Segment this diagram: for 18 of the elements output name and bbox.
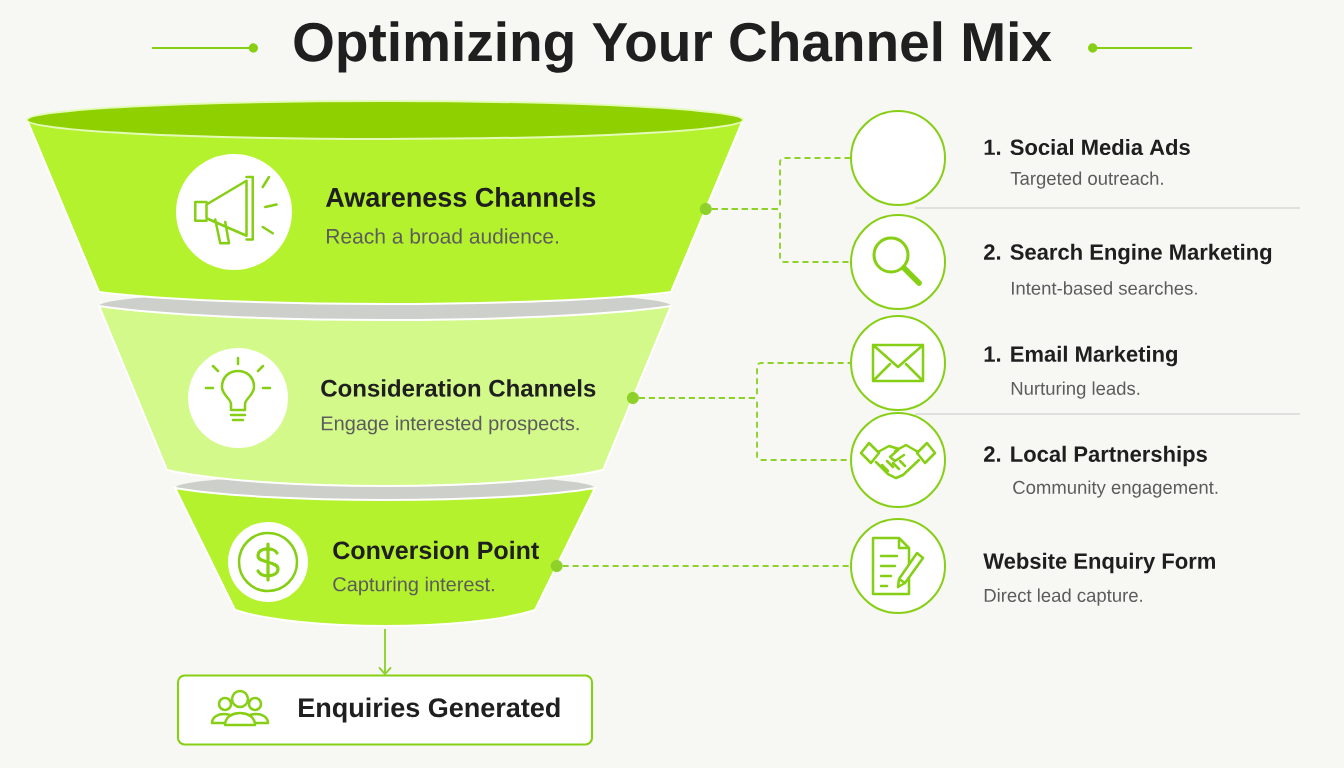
title: Optimizing Your Channel Mix: [294, 21, 1052, 73]
funnel-band: Conversion Point Capturing interest.: [174, 487, 596, 627]
funnel-band: Consideration Channels Engage interested prospects.: [98, 305, 672, 487]
connector-line: [561, 565, 852, 567]
result-box: Enquiries Generated: [176, 674, 594, 746]
funnel-band: Awareness Channels Reach a broad audience.: [26, 100, 744, 305]
channel-description: Targeted outreach.: [1010, 171, 1163, 189]
channel-title: 1. Social Media Ads: [984, 138, 1190, 156]
channel-description: Community engagement.: [1013, 480, 1218, 498]
channel-title: 1. Email Marketing: [984, 345, 1177, 367]
channel-title: 2. Local Partnerships: [984, 445, 1207, 467]
channel-description: Intent-based searches.: [1012, 281, 1197, 295]
channel-title: 2. Search Engine Marketing: [984, 243, 1272, 265]
channel-title: Website Enquiry Form: [983, 552, 1215, 574]
connector-line: [710, 208, 852, 263]
arrow: [378, 628, 392, 676]
channel-description: Nurturing leads.: [1011, 381, 1140, 399]
channel-description: Direct lead capture.: [984, 588, 1142, 606]
